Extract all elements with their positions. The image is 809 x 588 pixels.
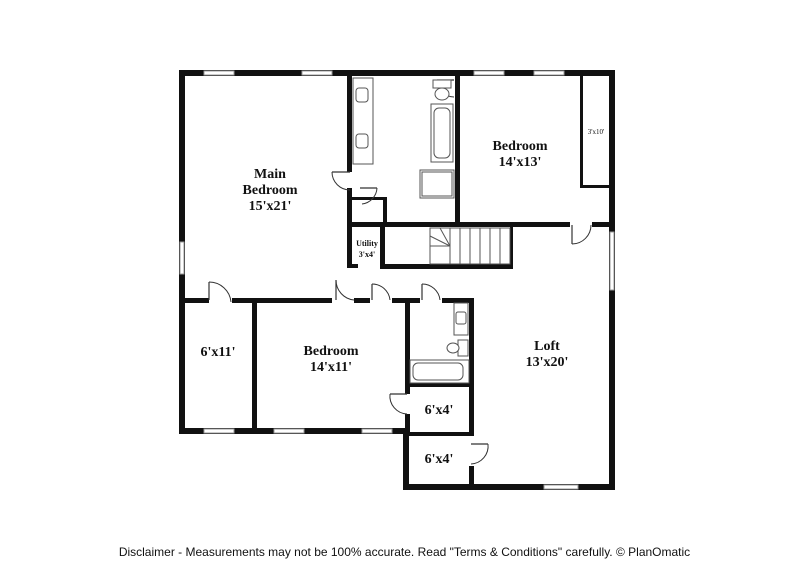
window: [301, 70, 333, 76]
room-size: 6'x4': [425, 403, 454, 418]
room-labels: Main Bedroom 15'x21' Bedroom 14'x13' 3'x…: [200, 128, 604, 467]
disclaimer-text: Disclaimer - Measurements may not be 100…: [118, 545, 691, 559]
sink: [355, 87, 369, 103]
room-size: 14'x11': [310, 360, 352, 375]
room-size: 6'x4': [425, 452, 454, 467]
toilet: [446, 342, 460, 354]
doors: [208, 79, 592, 465]
room-name: Bedroom: [243, 183, 298, 198]
window: [361, 428, 393, 434]
interior-walls: [185, 70, 609, 490]
window: [473, 70, 505, 76]
room-size: 15'x21': [249, 199, 292, 214]
window: [533, 70, 565, 76]
windows: [179, 70, 615, 490]
room-size: 3'x10': [588, 128, 605, 136]
room-size: 14'x13': [499, 155, 542, 170]
room-size: 6'x11': [200, 345, 235, 360]
room-size: 3'x4': [359, 250, 375, 259]
room-name: Bedroom: [493, 139, 548, 154]
sink: [355, 133, 369, 149]
room-name: Bedroom: [304, 344, 359, 359]
window: [273, 428, 305, 434]
room-name: Main: [254, 167, 286, 182]
room-size: 13'x20': [526, 355, 569, 370]
fixtures: [352, 77, 511, 384]
window: [179, 241, 185, 275]
window: [203, 70, 235, 76]
sink: [455, 311, 467, 325]
room-name: Utility: [356, 239, 378, 248]
floor-plan: Main Bedroom 15'x21' Bedroom 14'x13' 3'x…: [179, 70, 615, 490]
exterior-walls: [179, 70, 615, 490]
toilet: [434, 87, 450, 101]
window: [203, 428, 235, 434]
toilet: [432, 79, 452, 89]
window: [543, 484, 579, 490]
window: [609, 231, 615, 291]
stairs: [429, 227, 511, 265]
room-name: Loft: [534, 339, 560, 354]
